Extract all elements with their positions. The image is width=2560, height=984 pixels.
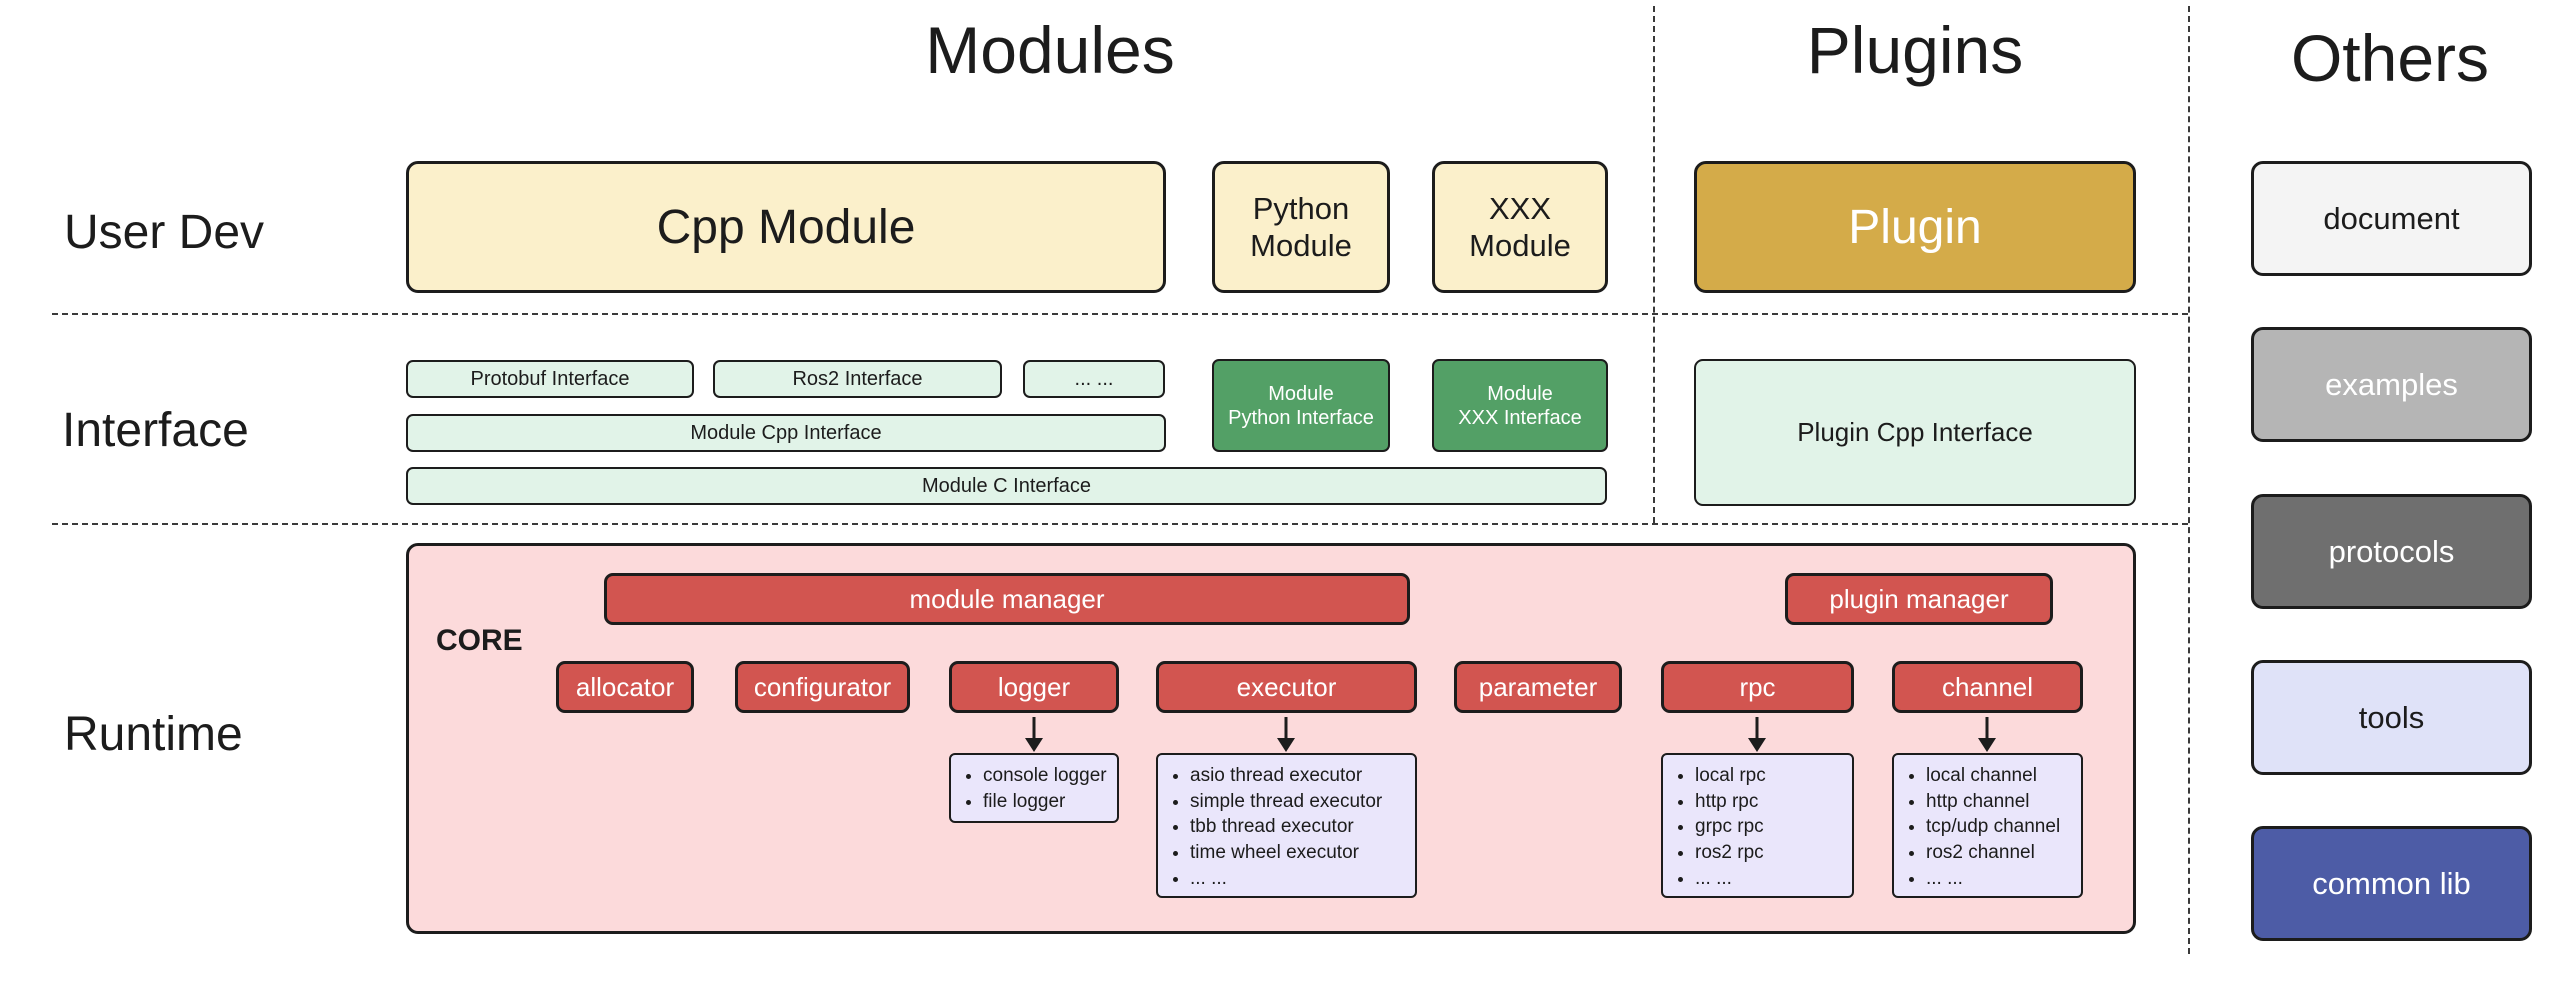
cpp-module-box: Cpp Module [406,161,1166,293]
list-item: asio thread executor [1190,763,1409,789]
module-xxx-interface-line2: XXX Interface [1458,406,1582,429]
logger-impl-list: console logger file logger [949,753,1119,823]
allocator-component: allocator [556,661,694,713]
logger-component: logger [949,661,1119,713]
rpc-component: rpc [1661,661,1854,713]
plugin-manager-bar: plugin manager [1785,573,2053,625]
rpc-impl-list: local rpc http rpc grpc rpc ros2 rpc ...… [1661,753,1854,898]
list-item: time wheel executor [1190,840,1409,866]
python-module-label-line2: Module [1250,228,1352,263]
others-common-lib-box: common lib [2251,826,2532,941]
list-item: tcp/udp channel [1926,814,2075,840]
module-cpp-interface-box: Module Cpp Interface [406,414,1166,452]
module-manager-bar: module manager [604,573,1410,625]
list-item: http channel [1926,789,2075,815]
protobuf-interface-box: Protobuf Interface [406,360,694,398]
channel-component: channel [1892,661,2083,713]
modules-section-title: Modules [925,13,1175,87]
others-examples-box: examples [2251,327,2532,442]
executor-component: executor [1156,661,1417,713]
list-item: ... ... [1926,866,2075,892]
channel-down-arrow-icon [1972,715,2002,758]
executor-down-arrow-icon [1271,715,1301,758]
interface-runtime-divider [52,523,2188,525]
list-item: tbb thread executor [1190,814,1409,840]
others-tools-box: tools [2251,660,2532,775]
others-section-title: Others [2290,21,2490,95]
module-python-interface-line2: Python Interface [1228,406,1374,429]
python-module-label-line1: Python [1252,190,1350,226]
list-item: simple thread executor [1190,789,1409,815]
list-item: local rpc [1695,763,1846,789]
row-label-user-dev: User Dev [64,206,265,259]
plugins-section-title: Plugins [1806,13,2024,87]
module-xxx-interface-line1: Module [1487,382,1553,405]
python-module-box: Python Module [1212,161,1390,293]
core-label: CORE [436,624,523,657]
ros2-interface-box: Ros2 Interface [713,360,1002,398]
modules-plugins-divider [1653,6,1655,523]
module-xxx-interface-box: Module XXX Interface [1432,359,1608,452]
list-item: local channel [1926,763,2075,789]
plugin-cpp-interface-box: Plugin Cpp Interface [1694,359,2136,506]
module-c-interface-box: Module C Interface [406,467,1607,505]
ellipsis-interface-box: ... ... [1023,360,1165,398]
plugins-others-divider [2188,6,2190,954]
parameter-component: parameter [1454,661,1622,713]
xxx-module-label-line1: XXX [1488,190,1552,226]
module-python-interface-line1: Module [1268,382,1334,405]
others-protocols-box: protocols [2251,494,2532,609]
row-label-interface: Interface [62,404,249,457]
list-item: file logger [983,789,1111,815]
rpc-down-arrow-icon [1742,715,1772,758]
list-item: ... ... [1190,866,1409,892]
list-item: ros2 channel [1926,840,2075,866]
list-item: grpc rpc [1695,814,1846,840]
list-item: console logger [983,763,1111,789]
channel-impl-list: local channel http channel tcp/udp chann… [1892,753,2083,898]
xxx-module-label-line2: Module [1469,228,1571,263]
others-document-box: document [2251,161,2532,276]
plugin-box: Plugin [1694,161,2136,293]
xxx-module-box: XXX Module [1432,161,1608,293]
logger-down-arrow-icon [1019,715,1049,758]
list-item: ros2 rpc [1695,840,1846,866]
list-item: http rpc [1695,789,1846,815]
configurator-component: configurator [735,661,910,713]
module-python-interface-box: Module Python Interface [1212,359,1390,452]
executor-impl-list: asio thread executor simple thread execu… [1156,753,1417,898]
row-label-runtime: Runtime [64,708,243,761]
userdev-interface-divider [52,313,2188,315]
list-item: ... ... [1695,866,1846,892]
